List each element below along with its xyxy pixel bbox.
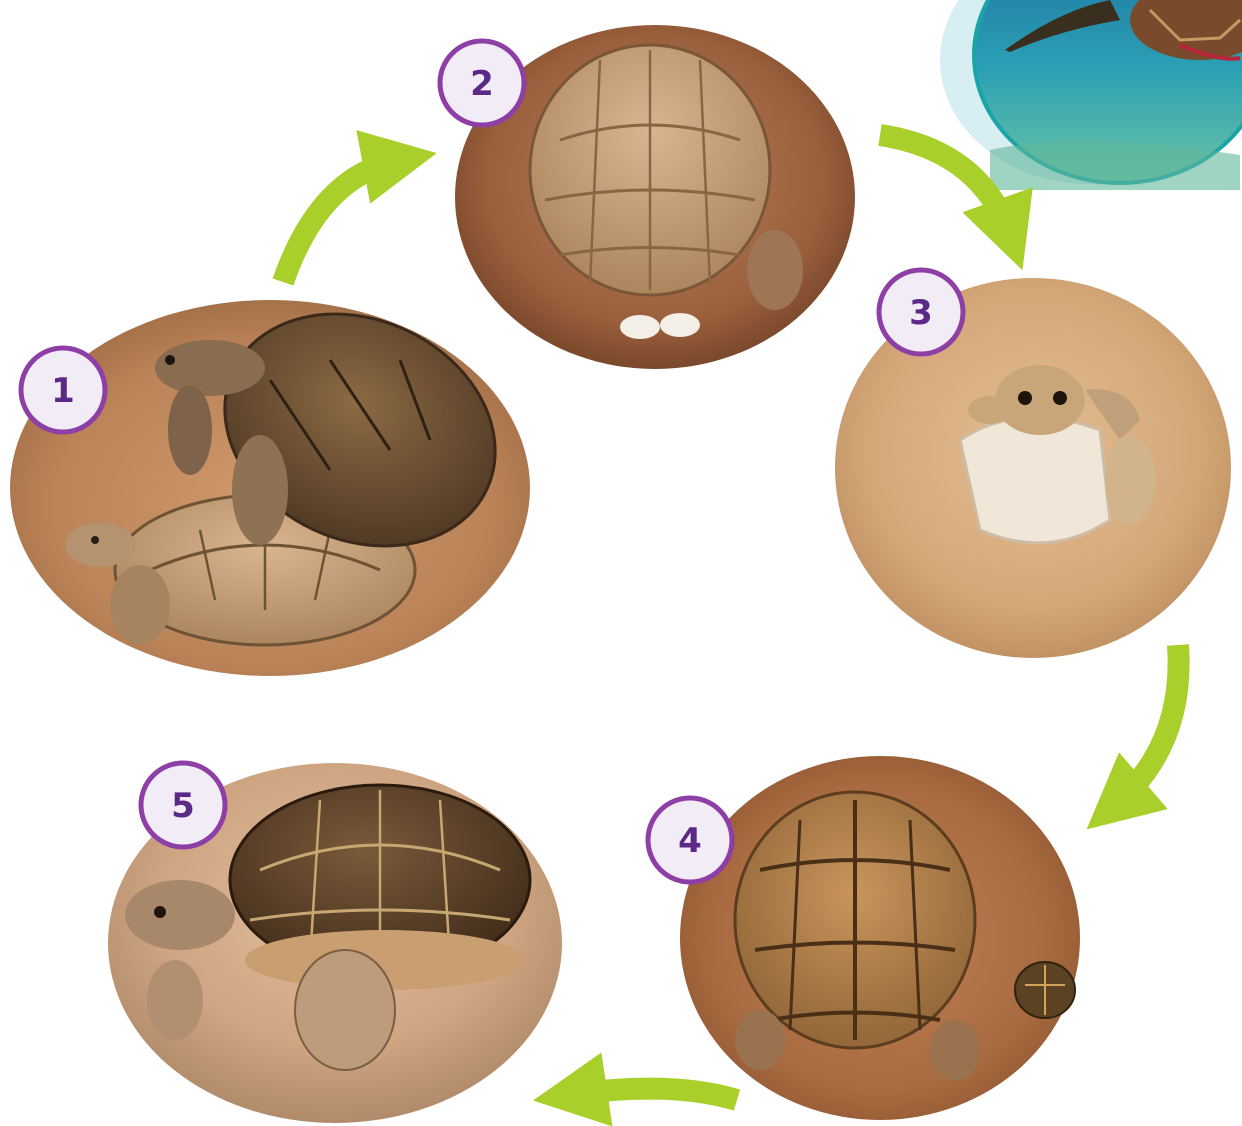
sea-turtle-inset (940, 0, 1242, 190)
stage-number-label: 2 (470, 64, 494, 104)
stage-number-label: 4 (678, 821, 702, 861)
stage-1 (10, 271, 533, 676)
badge-1: 1 (21, 348, 105, 432)
stage-number-label: 1 (51, 371, 75, 411)
stage-4 (680, 756, 1080, 1120)
arrow-1-to-2-icon (283, 160, 400, 282)
badge-5: 5 (141, 763, 225, 847)
stage-number-label: 5 (171, 786, 195, 826)
arrow-3-to-4-icon (1115, 645, 1179, 805)
badge-2: 2 (440, 41, 524, 125)
arrow-4-to-5-icon (570, 1089, 737, 1100)
badge-3: 3 (879, 270, 963, 354)
stage-number-label: 3 (909, 293, 933, 333)
badge-4: 4 (648, 798, 732, 882)
